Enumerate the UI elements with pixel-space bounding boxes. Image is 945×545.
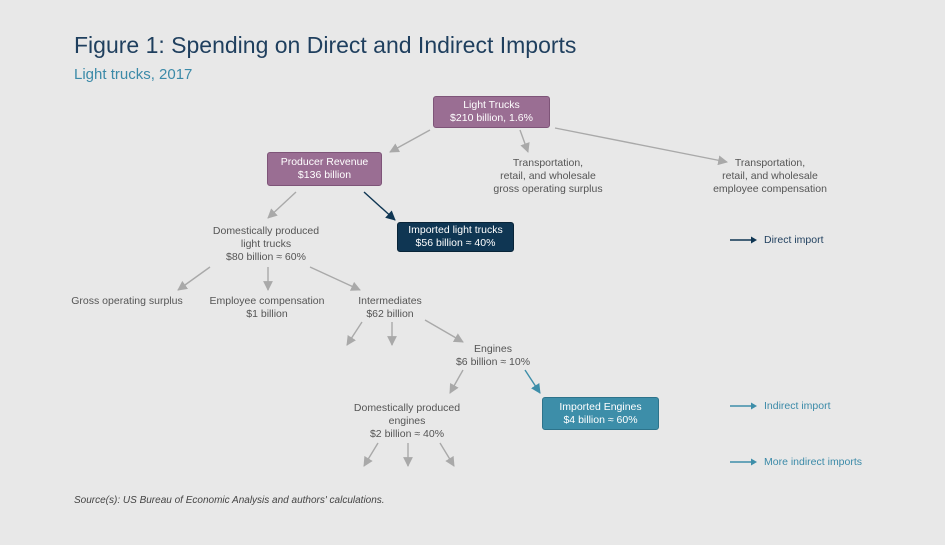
node-engines-line1: Engines [474,343,512,355]
node-domestic-engines: Domestically produced engines $2 billion… [354,402,460,441]
node-producer-revenue: Producer Revenue $136 billion [267,152,382,186]
node-light-trucks-title: Light Trucks [463,99,520,111]
legend-more-indirect-imports: More indirect imports [730,456,862,468]
arrow-right-icon [730,236,757,244]
arrow-right-icon [730,402,757,410]
arrow-producer-to-imported-trucks [363,191,396,221]
node-transport-comp-line2: retail, and wholesale [722,170,818,182]
arrow-domestic-to-intermediates [309,266,361,291]
node-imported-trucks-value: $56 billion ≈ 40% [415,237,496,249]
node-light-trucks-value: $210 billion, 1.6% [450,112,533,124]
arrow-lighttrucks-to-producer [389,129,431,153]
node-domestic-engines-line2: engines [388,415,426,427]
node-producer-revenue-title: Producer Revenue [280,156,369,168]
node-imported-trucks-title: Imported light trucks [408,224,503,236]
legend-more-indirect-label: More indirect imports [764,456,863,468]
node-transport-gos-line1: Transportation, [512,157,584,169]
source-note: Source(s): US Bureau of Economic Analysi… [74,495,385,506]
legend-indirect-label: Indirect import [764,400,831,412]
arrow-intermediates-to-engines [424,319,464,343]
node-domestic-trucks-line1: Domestically produced [212,225,320,237]
node-imported-light-trucks: Imported light trucks $56 billion ≈ 40% [397,222,514,252]
page-title: Figure 1: Spending on Direct and Indirec… [74,32,577,58]
legend-direct-import: Direct import [730,234,824,246]
node-domestic-light-trucks: Domestically produced light trucks $80 b… [213,225,319,264]
node-intermediates-line1: Intermediates [358,295,422,307]
node-imported-engines: Imported Engines $4 billion ≈ 60% [542,397,659,430]
node-engines: Engines $6 billion ≈ 10% [456,343,530,369]
node-intermediates: Intermediates $62 billion [358,295,422,321]
arrow-right-icon [730,458,757,466]
node-employee-compensation: Employee compensation $1 billion [210,295,325,321]
node-intermediates-value: $62 billion [366,308,414,320]
arrow-domestic-to-gos [177,266,211,291]
node-transport-comp: Transportation, retail, and wholesale em… [713,157,827,196]
node-transport-comp-line1: Transportation, [734,157,806,169]
node-engines-value: $6 billion ≈ 10% [455,356,531,368]
arrow-domestic-engines-a [363,442,379,467]
arrow-domestic-engines-c [439,442,455,467]
node-employee-comp-value: $1 billion [246,308,288,320]
arrow-producer-to-domestic [267,191,297,219]
legend-direct-label: Direct import [764,234,824,246]
node-domestic-engines-value: $2 billion ≈ 40% [369,428,445,440]
node-domestic-trucks-line2: light trucks [240,238,292,250]
node-transport-comp-line3: employee compensation [713,183,827,195]
node-imported-engines-value: $4 billion ≈ 60% [563,413,638,426]
node-imported-engines-title: Imported Engines [559,400,642,413]
arrow-engines-to-imported-engines [524,369,541,394]
arrow-lighttrucks-to-transport-gos [519,129,530,153]
legend-indirect-import: Indirect import [730,400,831,412]
node-domestic-engines-line1: Domestically produced [353,402,461,414]
node-transport-gos: Transportation, retail, and wholesale gr… [493,157,602,196]
arrow-engines-to-domestic-engines [449,369,464,394]
node-gos-line1: Gross operating surplus [71,295,183,307]
node-employee-comp-line1: Employee compensation [209,295,325,307]
node-domestic-trucks-value: $80 billion ≈ 60% [226,251,306,263]
node-transport-gos-line2: retail, and wholesale [500,170,596,182]
node-transport-gos-line3: gross operating surplus [493,183,603,195]
arrow-intermediates-a [346,321,363,346]
node-gross-operating-surplus: Gross operating surplus [71,295,182,308]
node-producer-revenue-value: $136 billion [297,169,352,181]
page-subtitle: Light trucks, 2017 [74,66,193,83]
arrow-lighttrucks-to-transport-comp [554,127,728,166]
node-light-trucks: Light Trucks $210 billion, 1.6% [433,96,550,128]
